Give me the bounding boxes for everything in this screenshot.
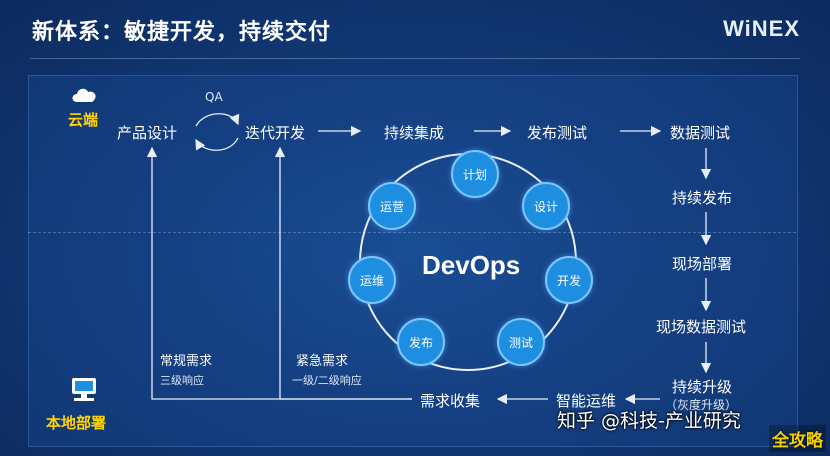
brand-logo: WiNEX <box>723 16 800 41</box>
cloud-label: 云端 <box>68 111 99 129</box>
qa-loop-bottom <box>195 137 239 151</box>
title-divider <box>30 58 800 59</box>
cycle-stage-operate: 运营 <box>368 182 416 230</box>
regular-demand-label: 常规需求 <box>160 354 213 369</box>
node-continuous-release: 持续发布 <box>672 189 733 207</box>
urgent-demand-label: 紧急需求 <box>296 354 349 369</box>
corner-badge: 全攻略 <box>769 425 826 452</box>
node-upgrade: 持续升级 <box>672 378 733 396</box>
node-data-test: 数据测试 <box>670 124 731 142</box>
upgrade-note: （灰度升级） <box>665 398 738 412</box>
urgent-response-label: 一级/二级响应 <box>292 374 362 387</box>
arrow-urgent-feedback <box>274 146 412 400</box>
devops-center-label: DevOps <box>422 250 521 280</box>
node-onsite-deploy: 现场部署 <box>672 255 733 273</box>
cycle-stage-release: 发布 <box>397 318 445 366</box>
qa-label: QA <box>205 90 223 104</box>
cycle-stage-plan: 计划 <box>451 150 499 198</box>
cycle-stage-design: 设计 <box>522 182 570 230</box>
computer-icon <box>72 378 96 401</box>
page-title: 新体系：敏捷开发，持续交付 <box>32 20 332 45</box>
qa-loop-top <box>195 113 240 127</box>
diagram-panel <box>28 75 798 447</box>
cloud-local-divider <box>28 232 796 233</box>
node-product-design: 产品设计 <box>117 124 178 142</box>
node-smart-ops: 智能运维 <box>556 392 617 410</box>
cycle-stage-develop: 开发 <box>545 256 593 304</box>
node-continuous-integration: 持续集成 <box>384 124 445 142</box>
cycle-stage-ops: 运维 <box>348 256 396 304</box>
cycle-stage-test: 测试 <box>497 318 545 366</box>
node-demand-collection: 需求收集 <box>420 392 481 410</box>
local-deploy-label: 本地部署 <box>46 414 107 432</box>
cloud-icon <box>72 88 96 102</box>
regular-response-label: 三级响应 <box>160 374 204 387</box>
node-release-test: 发布测试 <box>527 124 588 142</box>
node-onsite-data-test: 现场数据测试 <box>656 318 747 336</box>
watermark-text: 知乎 @科技-产业研究 <box>557 410 741 432</box>
node-iterative-dev: 迭代开发 <box>245 124 306 142</box>
